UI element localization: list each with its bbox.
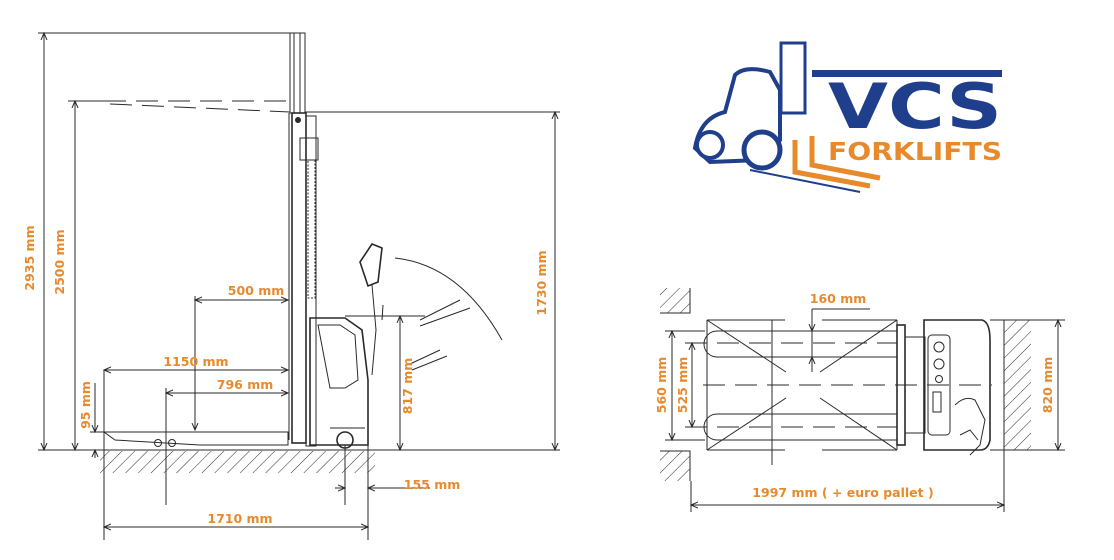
forks-top [685, 330, 992, 441]
dim-rear-overhang: 155 mm [404, 477, 461, 492]
dim-overall-width: 820 mm [1040, 357, 1055, 414]
wall-hatch [1004, 320, 1031, 450]
dim-lift-height: 2500 mm [52, 229, 67, 294]
dim-load-center: 500 mm [228, 283, 285, 298]
ground-hatch [100, 451, 375, 473]
truck-body-top [896, 319, 991, 456]
vcs-forklifts-logo: VCS FORKLIFTS [692, 41, 1002, 193]
dim-overall-length: 1710 mm [207, 511, 272, 526]
dim-outer-fork-spread: 560 mm [654, 357, 669, 414]
tiller-handle [359, 243, 503, 376]
lowered-fork [102, 431, 289, 447]
dim-fork-lowered-height: 95 mm [78, 381, 93, 429]
dim-fork-center-spread: 525 mm [675, 357, 690, 414]
side-dimension-lines [38, 33, 560, 540]
side-view: 2935 mm 2500 mm 1730 mm 500 mm 1150 mm 7… [22, 33, 560, 540]
mast [288, 32, 319, 447]
dim-fork-width: 160 mm [810, 291, 867, 306]
logo-subtitle-text: FORKLIFTS [828, 137, 1002, 166]
dim-aisle-length: 1997 mm ( + euro pallet ) [752, 485, 933, 500]
wall-hatch [660, 451, 690, 481]
dim-mast-height-lowered: 1730 mm [534, 250, 549, 315]
dim-overall-height-raised: 2935 mm [22, 225, 37, 290]
euro-pallet [706, 319, 898, 465]
dim-tiller-height: 817 mm [400, 358, 415, 415]
raised-fork [104, 100, 291, 113]
wall-hatch [660, 288, 690, 313]
dim-fork-to-wheel: 796 mm [217, 377, 274, 392]
top-dimension-lines [665, 308, 1065, 512]
dim-fork-length: 1150 mm [163, 354, 228, 369]
logo-brand-text: VCS [828, 70, 1002, 143]
chassis [309, 317, 369, 449]
top-view: 160 mm 560 mm 525 mm 820 mm 1997 mm ( + … [654, 288, 1065, 512]
forklift-logo-icon [692, 41, 881, 193]
